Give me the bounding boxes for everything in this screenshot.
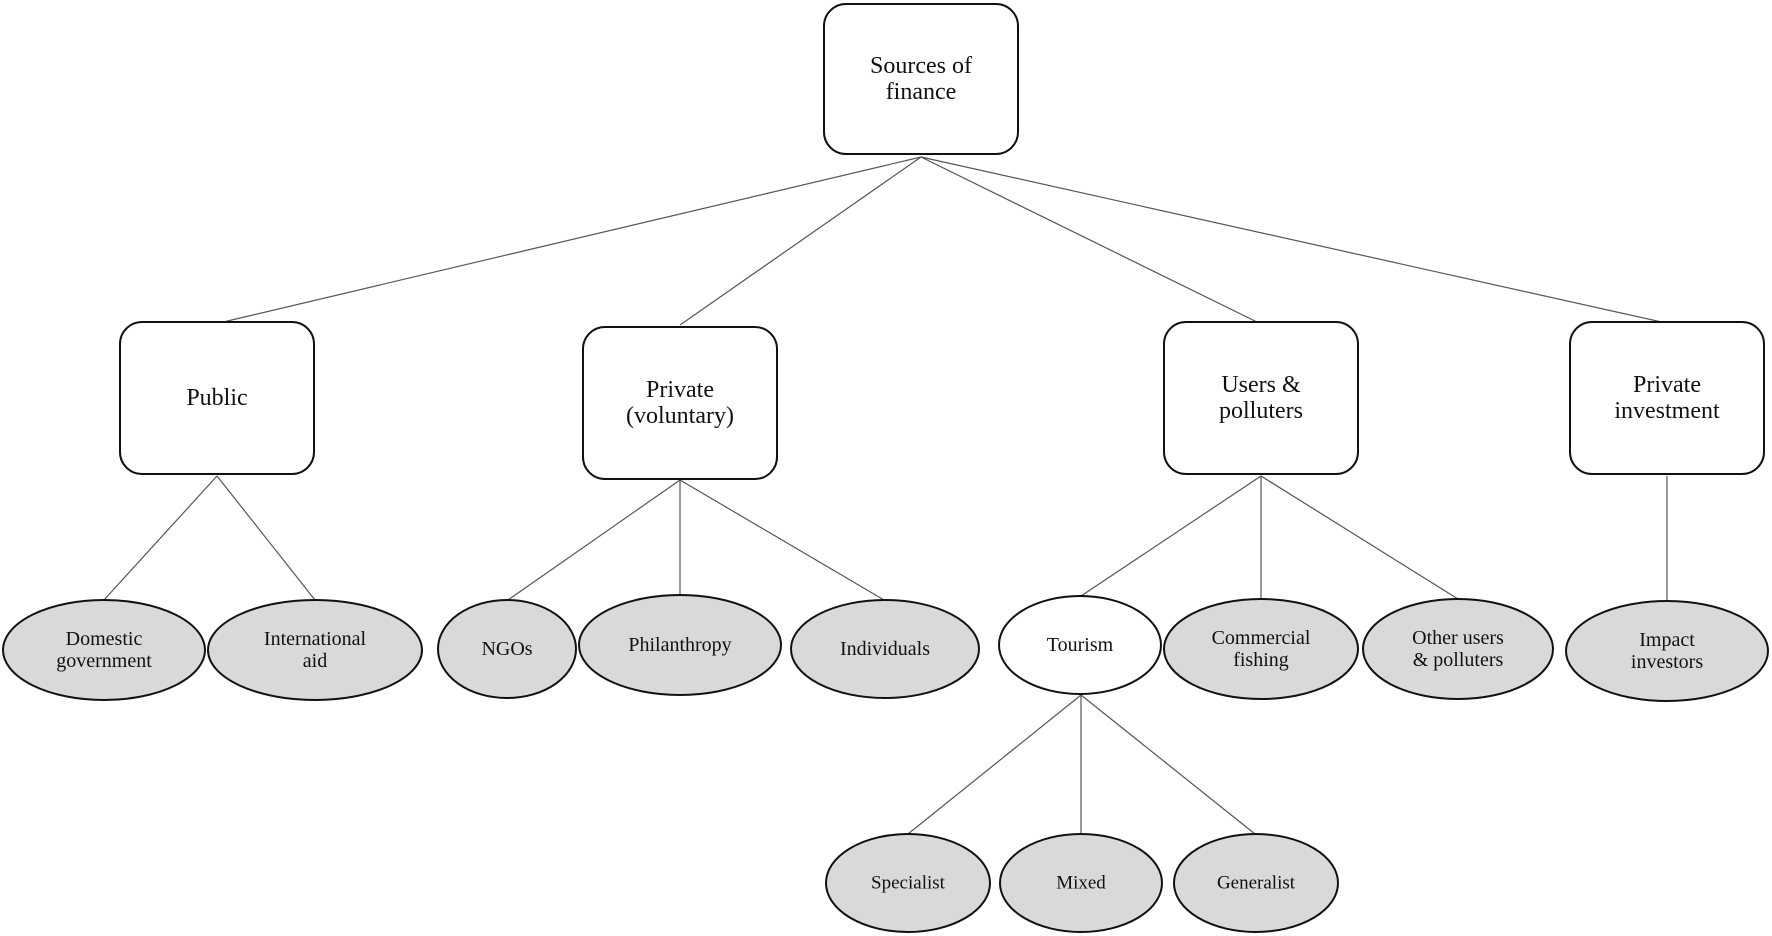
private-investment-label-line: Private [1633,372,1701,398]
connector-to-private-investment [920,156,1667,324]
tourism-label-line: Tourism [1047,634,1114,656]
other-users-polluters-label-line: Other users [1412,627,1504,649]
other-users-polluters-ellipse [1362,598,1554,700]
private-voluntary-label-line: (voluntary) [626,403,734,429]
international-aid-label-line: International [264,628,367,650]
international-aid-label-line: aid [303,650,327,672]
users-polluters-label-line: Users & [1221,372,1301,398]
node-tourism: Tourism [998,595,1162,695]
individuals-label-line: Individuals [840,638,930,660]
ngos-ellipse [437,599,577,699]
sources-of-finance-label-line: Sources of [870,53,972,79]
users-polluters-label-line: polluters [1219,398,1303,424]
impact-investors-ellipse [1565,600,1769,702]
philanthropy-ellipse [578,594,782,696]
public-box [119,321,315,475]
node-ngos: NGOs [437,599,577,699]
connector-to-public [218,156,922,324]
private-voluntary-label-line: Private [646,377,714,403]
international-aid-ellipse [207,599,423,701]
connector-to-ngos [507,479,681,601]
node-private-voluntary: Private(voluntary) [582,326,778,480]
generalist-label-line: Generalist [1217,873,1296,894]
commercial-fishing-label-line: fishing [1233,649,1289,671]
node-other-users-polluters: Other users& polluters [1362,598,1554,700]
private-investment-label-line: investment [1614,398,1720,424]
domestic-government-ellipse [2,599,206,701]
connector-lines [103,156,1668,835]
node-public: Public [119,321,315,475]
connector-to-users-polluters [920,156,1260,324]
connector-to-other-users-polluters [1260,475,1459,600]
connector-to-international-aid [216,475,316,601]
connector-to-private-voluntary [679,156,922,326]
philanthropy-label-line: Philanthropy [628,634,731,656]
impact-investors-label-line: investors [1631,651,1703,673]
tourism-ellipse [998,595,1162,695]
impact-investors-label-line: Impact [1639,629,1695,651]
public-label-line: Public [186,385,247,411]
node-specialist: Specialist [825,833,991,933]
commercial-fishing-ellipse [1163,598,1359,700]
node-users-polluters: Users &polluters [1163,321,1359,475]
connector-to-individuals [679,479,885,601]
node-individuals: Individuals [790,599,980,699]
other-users-polluters-label-line: & polluters [1413,649,1504,671]
node-mixed: Mixed [999,833,1163,933]
private-investment-box [1569,321,1765,475]
connector-to-domestic-government [103,475,218,601]
sources-of-finance-box [823,3,1019,155]
mixed-label-line: Mixed [1056,873,1106,894]
connector-to-tourism [1080,475,1262,597]
sources-of-finance-label-line: finance [886,79,957,105]
connector-to-specialist [907,694,1082,835]
mixed-ellipse [999,833,1163,933]
connector-to-generalist [1080,694,1256,835]
users-polluters-box [1163,321,1359,475]
domestic-government-label-line: Domestic [66,628,143,650]
ngos-label-line: NGOs [481,638,532,660]
specialist-ellipse [825,833,991,933]
generalist-ellipse [1173,833,1339,933]
node-generalist: Generalist [1173,833,1339,933]
individuals-ellipse [790,599,980,699]
domestic-government-label-line: government [56,650,152,672]
node-philanthropy: Philanthropy [578,594,782,696]
commercial-fishing-label-line: Commercial [1212,627,1311,649]
specialist-label-line: Specialist [871,873,946,894]
private-voluntary-box [582,326,778,480]
